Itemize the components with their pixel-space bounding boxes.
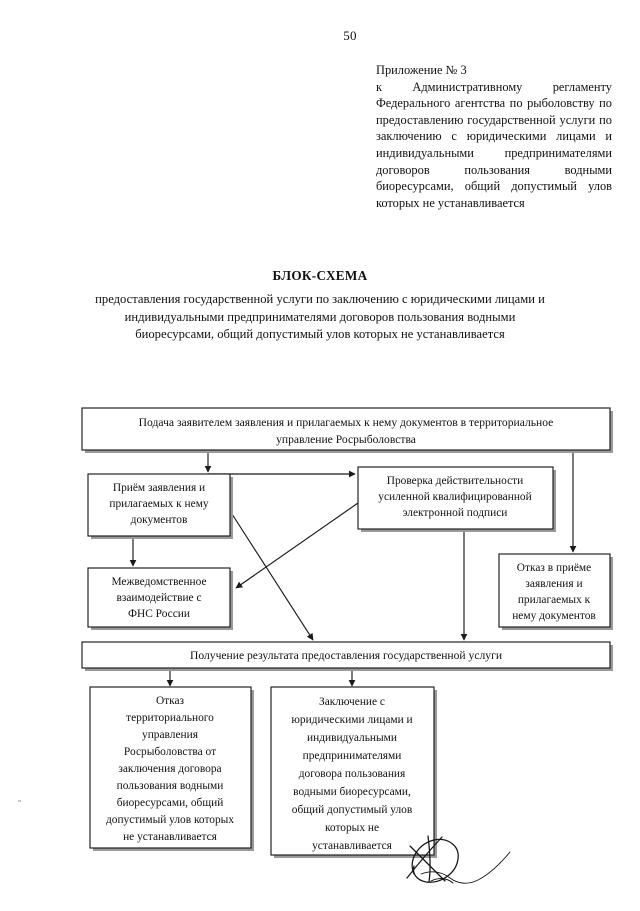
node-line: управления (142, 729, 199, 741)
flowchart-node-signature-check: Проверка действительности усиленной квал… (357, 466, 556, 532)
node-line: заключения договора (118, 763, 221, 775)
node-line: Отказ в приёме (517, 562, 591, 574)
flowchart-node-contract: Заключение с юридическими лицами и индив… (270, 686, 437, 858)
node-line: индивидуальными (307, 732, 397, 744)
node-line: Приём заявления и (113, 482, 205, 494)
node-line: Подача заявителем заявления и прилагаемы… (139, 416, 554, 429)
flowchart-node-submission: Подача заявителем заявления и прилагаемы… (81, 407, 613, 453)
appendix-reference-block: Приложение № 3 к Административному регла… (376, 62, 612, 211)
node-line: устанавливается (312, 840, 393, 852)
node-line: предпринимателями (303, 750, 402, 762)
node-line: допустимый улов которых (106, 814, 234, 826)
node-line: которых не (325, 822, 379, 834)
node-line: не устанавливается (123, 831, 218, 843)
page-subtitle: предоставления государственной услуги по… (95, 292, 545, 341)
node-line: усиленной квалифицированной (378, 491, 531, 503)
node-line: Проверка действительности (387, 475, 524, 487)
flowchart-node-interagency: Межведомственное взаимодействие с ФНС Ро… (87, 567, 233, 630)
page-title: БЛОК-СХЕМА (272, 268, 368, 283)
node-line: Межведомственное (111, 576, 206, 588)
node-line: прилагаемых к (518, 594, 591, 606)
appendix-body: к Административному регламенту Федеральн… (376, 79, 612, 210)
node-line: водными биоресурсами, (293, 786, 411, 798)
node-line: договора пользования (299, 768, 406, 780)
node-line: Получение результата предоставления госу… (190, 649, 502, 662)
node-line: электронной подписи (403, 507, 508, 519)
appendix-title: Приложение № 3 (376, 63, 467, 77)
node-line: пользования водными (117, 780, 224, 792)
flowchart-node-refusal-acceptance: Отказ в приёме заявления и прилагаемых к… (498, 553, 613, 630)
node-line: Росрыболовства от (124, 746, 216, 758)
node-line: нему документов (512, 610, 596, 622)
node-line: территориального (126, 712, 214, 724)
node-line: заявления и (525, 578, 582, 590)
node-line: юридическими лицами и (291, 714, 412, 726)
flowchart-node-refusal-contract: Отказ территориального управления Росрыб… (89, 686, 254, 851)
node-line: биоресурсами, общий (117, 797, 224, 809)
node-line: управление Росрыболовства (276, 433, 416, 446)
node-line: Заключение с (319, 696, 385, 708)
flowchart-node-result: Получение результата предоставления госу… (81, 641, 613, 671)
node-line: ФНС России (128, 608, 190, 620)
node-line: документов (131, 514, 188, 526)
scan-artifact (18, 800, 21, 802)
node-line: взаимодействие с (116, 592, 201, 604)
node-line: прилагаемых к нему (109, 498, 209, 510)
node-line: Отказ (156, 695, 185, 707)
node-line: общий допустимый улов (292, 804, 412, 816)
page-number: 50 (343, 28, 357, 43)
flowchart-node-acceptance: Приём заявления и прилагаемых к нему док… (87, 473, 233, 539)
